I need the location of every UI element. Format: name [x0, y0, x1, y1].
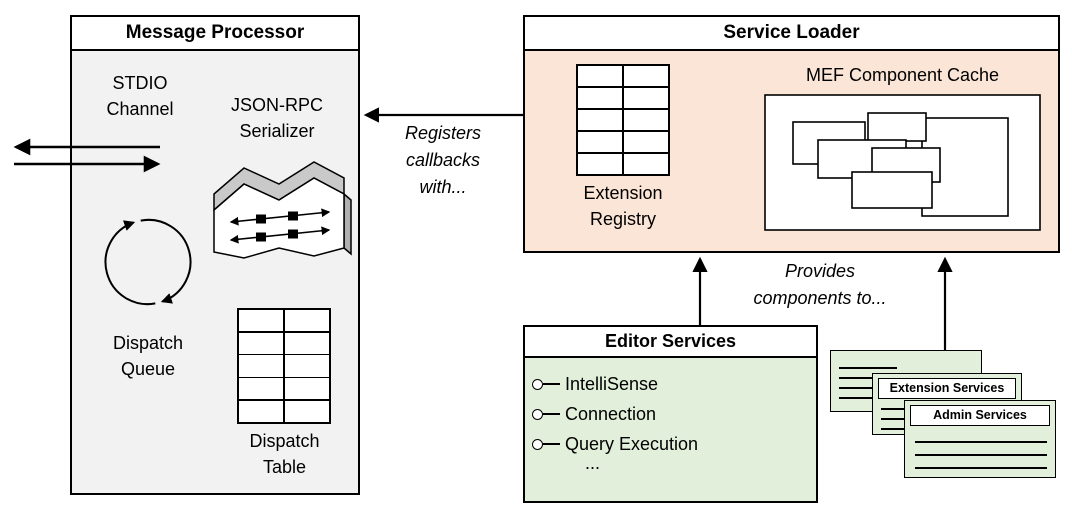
card-text-line	[915, 454, 1047, 456]
editor-services-box: Editor Services	[523, 325, 818, 503]
editor-service-item-query-execution: Query Execution	[532, 432, 698, 456]
pin-connector-line	[543, 413, 560, 415]
editor-services-title: Editor Services	[525, 327, 816, 358]
editor-service-item-label: IntelliSense	[565, 373, 659, 394]
dispatch-table-grid	[237, 308, 331, 424]
service-card-admin: Admin Services	[904, 400, 1056, 478]
card-text-line	[839, 387, 897, 389]
message-processor-title: Message Processor	[72, 17, 358, 51]
editor-service-item-connection: Connection	[532, 402, 656, 426]
editor-service-item-label: Connection	[565, 403, 657, 424]
card-text-line	[915, 441, 1047, 443]
provides-components-annotation: Provides components to...	[753, 261, 887, 308]
card-text-line	[915, 467, 1047, 469]
dispatch-queue-label: Dispatch Queue	[112, 333, 184, 380]
card-text-line	[839, 397, 897, 399]
card-text-line	[839, 367, 897, 369]
pin-connector-line	[543, 383, 560, 385]
dispatch-table-label: Dispatch Table	[249, 431, 320, 478]
interface-pin-icon	[532, 408, 543, 420]
admin-services-card-title: Admin Services	[910, 405, 1050, 426]
json-rpc-serializer-label: JSON-RPC Serializer	[230, 95, 323, 142]
editor-service-item-intellisense: IntelliSense	[532, 372, 658, 396]
extension-services-card-title: Extension Services	[878, 378, 1016, 399]
pin-connector-line	[543, 443, 560, 445]
extension-registry-grid	[576, 64, 670, 176]
mef-component-cache-label: MEF Component Cache	[805, 65, 1000, 85]
stdio-channel-label: STDIO Channel	[106, 73, 174, 120]
registers-callbacks-annotation: Registers callbacks with...	[404, 123, 482, 197]
card-text-line	[839, 377, 897, 379]
interface-pin-icon	[532, 438, 543, 450]
editor-service-item-label: Query Execution	[565, 433, 699, 454]
service-loader-title: Service Loader	[525, 17, 1058, 51]
editor-services-ellipsis: ...	[585, 453, 601, 473]
extension-registry-label: Extension Registry	[583, 183, 663, 230]
interface-pin-icon	[532, 378, 543, 390]
